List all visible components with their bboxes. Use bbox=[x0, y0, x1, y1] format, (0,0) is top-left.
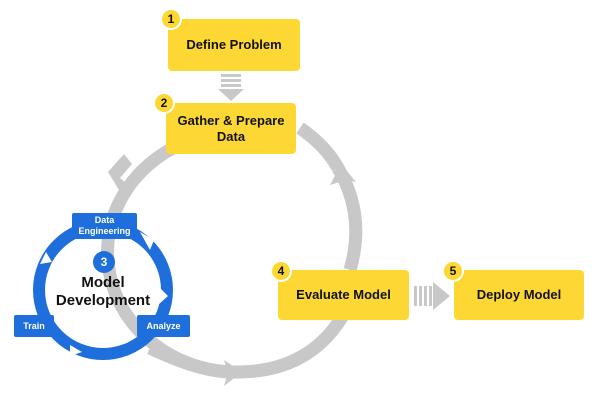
inner-data-engineering-box: Data Engineering bbox=[72, 213, 137, 239]
step-evaluate-model-label: Evaluate Model bbox=[296, 287, 391, 302]
down-arrow-step1-to-step2 bbox=[218, 74, 244, 101]
inner-chevron-top bbox=[140, 232, 154, 250]
chevron-arrow-right bbox=[330, 164, 356, 185]
right-arrow-step4-to-step5 bbox=[414, 282, 450, 310]
chevron-arrow-bottom bbox=[224, 360, 242, 386]
step-deploy-model-box: Deploy Model bbox=[454, 270, 584, 320]
step-2-badge: 2 bbox=[153, 92, 175, 114]
chevron-arrow-left bbox=[108, 154, 132, 198]
step-define-problem-box: Define Problem bbox=[168, 19, 300, 71]
step-1-badge: 1 bbox=[160, 8, 182, 30]
step-gather-prepare-box: Gather & Prepare Data bbox=[166, 103, 296, 154]
step-deploy-model-label: Deploy Model bbox=[476, 287, 562, 302]
outer-cycle-arc-left bbox=[101, 141, 231, 379]
inner-chevron-bottom bbox=[70, 345, 82, 356]
step-evaluate-model-box: Evaluate Model bbox=[278, 270, 409, 320]
outer-cycle-arc-right bbox=[332, 164, 363, 272]
step-3-badge: 3 bbox=[93, 251, 115, 273]
step-4-badge: 4 bbox=[270, 260, 292, 282]
step-define-problem-label: Define Problem bbox=[186, 37, 282, 52]
inner-chevron-left bbox=[40, 252, 52, 264]
step-gather-prepare-label: Gather & Prepare Data bbox=[177, 112, 285, 144]
inner-analyze-box: Analyze bbox=[137, 315, 190, 337]
step-model-development-label: Model Development bbox=[55, 274, 151, 309]
inner-train-box: Train bbox=[14, 315, 54, 337]
step-5-badge: 5 bbox=[442, 260, 464, 282]
inner-chevron-right bbox=[158, 288, 168, 305]
outer-cycle-arc-top bbox=[296, 122, 344, 172]
